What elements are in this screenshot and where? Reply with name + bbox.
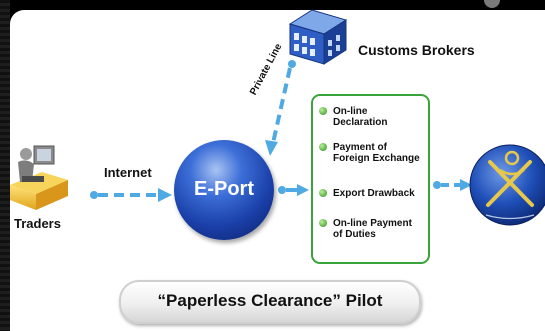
function-label: On-line Declaration bbox=[333, 106, 388, 128]
function-item: On-line Declaration bbox=[319, 106, 423, 128]
eport-node: E-Port bbox=[174, 140, 274, 240]
functions-box: On-line Declaration Payment of Foreign E… bbox=[311, 94, 430, 264]
function-label: On-line Payment of Duties bbox=[333, 218, 412, 240]
slide-canvas bbox=[10, 10, 545, 331]
internet-label: Internet bbox=[104, 165, 152, 180]
function-item: Export Drawback bbox=[319, 188, 423, 199]
internet-arrow bbox=[90, 188, 172, 202]
bullet-icon bbox=[319, 107, 327, 115]
trader-desk-icon bbox=[10, 145, 68, 210]
bullet-icon bbox=[319, 189, 327, 197]
left-edge-strip bbox=[0, 0, 10, 331]
traders-label: Traders bbox=[14, 216, 61, 231]
function-label: Export Drawback bbox=[333, 188, 415, 199]
eport-label: E-Port bbox=[194, 178, 254, 200]
private-line-arrow bbox=[265, 60, 296, 156]
pilot-banner: “Paperless Clearance” Pilot bbox=[119, 280, 421, 324]
customs-brokers-label: Customs Brokers bbox=[358, 42, 475, 58]
building-icon bbox=[288, 9, 348, 65]
corner-marker bbox=[484, 0, 500, 8]
bullet-icon bbox=[319, 219, 327, 227]
eport-to-functions-arrow bbox=[278, 184, 309, 196]
function-label: Payment of Foreign Exchange bbox=[333, 142, 420, 164]
bullet-icon bbox=[319, 143, 327, 151]
functions-to-customs-arrow bbox=[433, 179, 472, 191]
function-item: On-line Payment of Duties bbox=[319, 218, 423, 240]
function-item: Payment of Foreign Exchange bbox=[319, 142, 423, 164]
pilot-label: “Paperless Clearance” Pilot bbox=[157, 291, 383, 310]
customs-emblem-icon bbox=[469, 144, 545, 226]
